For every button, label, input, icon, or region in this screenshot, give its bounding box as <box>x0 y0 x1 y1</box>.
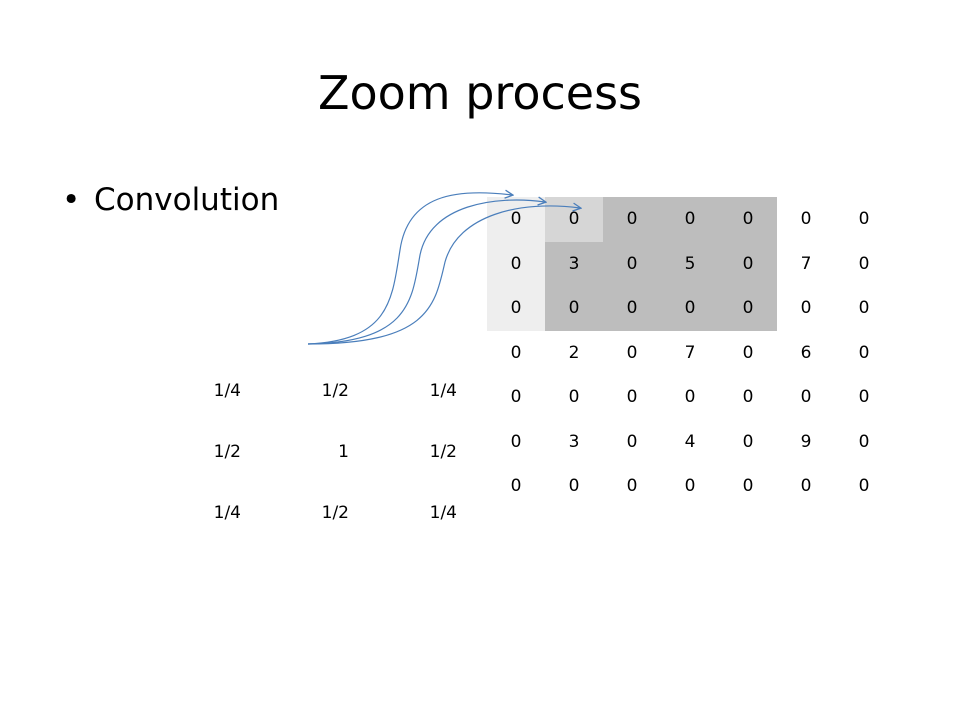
grid-cell: 0 <box>568 387 580 408</box>
grid-cell: 0 <box>487 197 545 242</box>
grid-row: 0 0 0 0 0 0 0 <box>487 375 893 420</box>
grid-cell: 0 <box>510 387 522 408</box>
grid-row: 0 0 0 0 0 0 0 <box>487 464 893 509</box>
grid-cell: 0 <box>626 342 638 363</box>
grid-cell: 0 <box>487 286 545 331</box>
grid-cell: 0 <box>603 197 661 242</box>
grid-cell: 0 <box>719 197 777 242</box>
grid-cell: 7 <box>684 342 696 363</box>
grid-cell: 0 <box>568 476 580 497</box>
grid-cell: 0 <box>684 387 696 408</box>
grid-cell: 0 <box>661 286 719 331</box>
grid-cell: 0 <box>510 476 522 497</box>
kernel-row: 1/4 1/2 1/4 <box>141 482 465 543</box>
grid-cell: 0 <box>858 476 870 497</box>
grid-cell: 5 <box>661 241 719 286</box>
slide-title: Zoom process <box>318 66 642 120</box>
grid-cell: 0 <box>858 253 870 274</box>
grid-cell: 0 <box>626 476 638 497</box>
grid-cell: 0 <box>661 197 719 242</box>
grid-cell: 0 <box>800 476 812 497</box>
grid-cell: 0 <box>800 387 812 408</box>
grid-cell: 0 <box>719 241 777 286</box>
grid-cell: 0 <box>858 387 870 408</box>
grid-cell: 6 <box>800 342 812 363</box>
grid-cell: 0 <box>545 197 603 242</box>
grid-cell: 0 <box>626 431 638 452</box>
grid-cell: 0 <box>858 209 870 230</box>
grid-cell: 0 <box>742 387 754 408</box>
grid-cell: 0 <box>603 286 661 331</box>
kernel-cell: 1/4 <box>429 380 457 401</box>
kernel-row: 1/4 1/2 1/4 <box>141 360 465 421</box>
grid-cell: 0 <box>858 431 870 452</box>
grid-cell: 0 <box>510 431 522 452</box>
grid-cell: 7 <box>800 253 812 274</box>
bullet-dot-icon: • <box>62 182 81 218</box>
kernel-matrix: 1/4 1/2 1/4 1/2 1 1/2 1/4 1/2 1/4 <box>141 360 465 543</box>
grid-cell: 9 <box>800 431 812 452</box>
grid-cell: 0 <box>742 431 754 452</box>
grid-cell: 0 <box>719 286 777 331</box>
grid-cell: 0 <box>510 342 522 363</box>
bullet-text: Convolution <box>94 182 280 218</box>
grid-row: 0 3 0 4 0 9 0 <box>487 420 893 465</box>
grid-cell: 4 <box>684 431 696 452</box>
grid-cell: 3 <box>545 241 603 286</box>
arrow-curve-1 <box>307 193 512 345</box>
kernel-cell: 1/4 <box>213 380 241 401</box>
grid-cell: 0 <box>742 476 754 497</box>
kernel-cell: 1/2 <box>429 441 457 462</box>
grid-cell: 0 <box>858 342 870 363</box>
grid-cell: 0 <box>800 298 812 319</box>
grid-row: 0 0 0 0 0 0 0 <box>487 286 893 331</box>
kernel-cell: 1/2 <box>321 502 349 523</box>
kernel-cell: 1 <box>338 441 349 462</box>
kernel-cell: 1/2 <box>321 380 349 401</box>
grid-cell: 0 <box>626 387 638 408</box>
kernel-cell: 1/4 <box>213 502 241 523</box>
bullet-item: • Convolution <box>62 178 279 222</box>
grid-row: 0 0 0 0 0 0 0 <box>487 197 893 242</box>
kernel-cell: 1/2 <box>213 441 241 462</box>
grid-cell: 3 <box>568 431 580 452</box>
grid-cell: 0 <box>742 342 754 363</box>
grid-cell: 0 <box>487 241 545 286</box>
grid-cell: 0 <box>603 241 661 286</box>
grid-cell: 0 <box>800 209 812 230</box>
grid-row: 0 3 0 5 0 7 0 <box>487 241 893 286</box>
image-grid: 0 0 0 0 0 0 0 0 3 0 5 0 7 0 0 0 0 0 0 0 … <box>487 197 893 509</box>
grid-cell: 0 <box>684 476 696 497</box>
kernel-row: 1/2 1 1/2 <box>141 421 465 482</box>
grid-cell: 0 <box>858 298 870 319</box>
grid-cell: 0 <box>545 286 603 331</box>
kernel-cell: 1/4 <box>429 502 457 523</box>
grid-row: 0 2 0 7 0 6 0 <box>487 331 893 376</box>
grid-cell: 2 <box>568 342 580 363</box>
